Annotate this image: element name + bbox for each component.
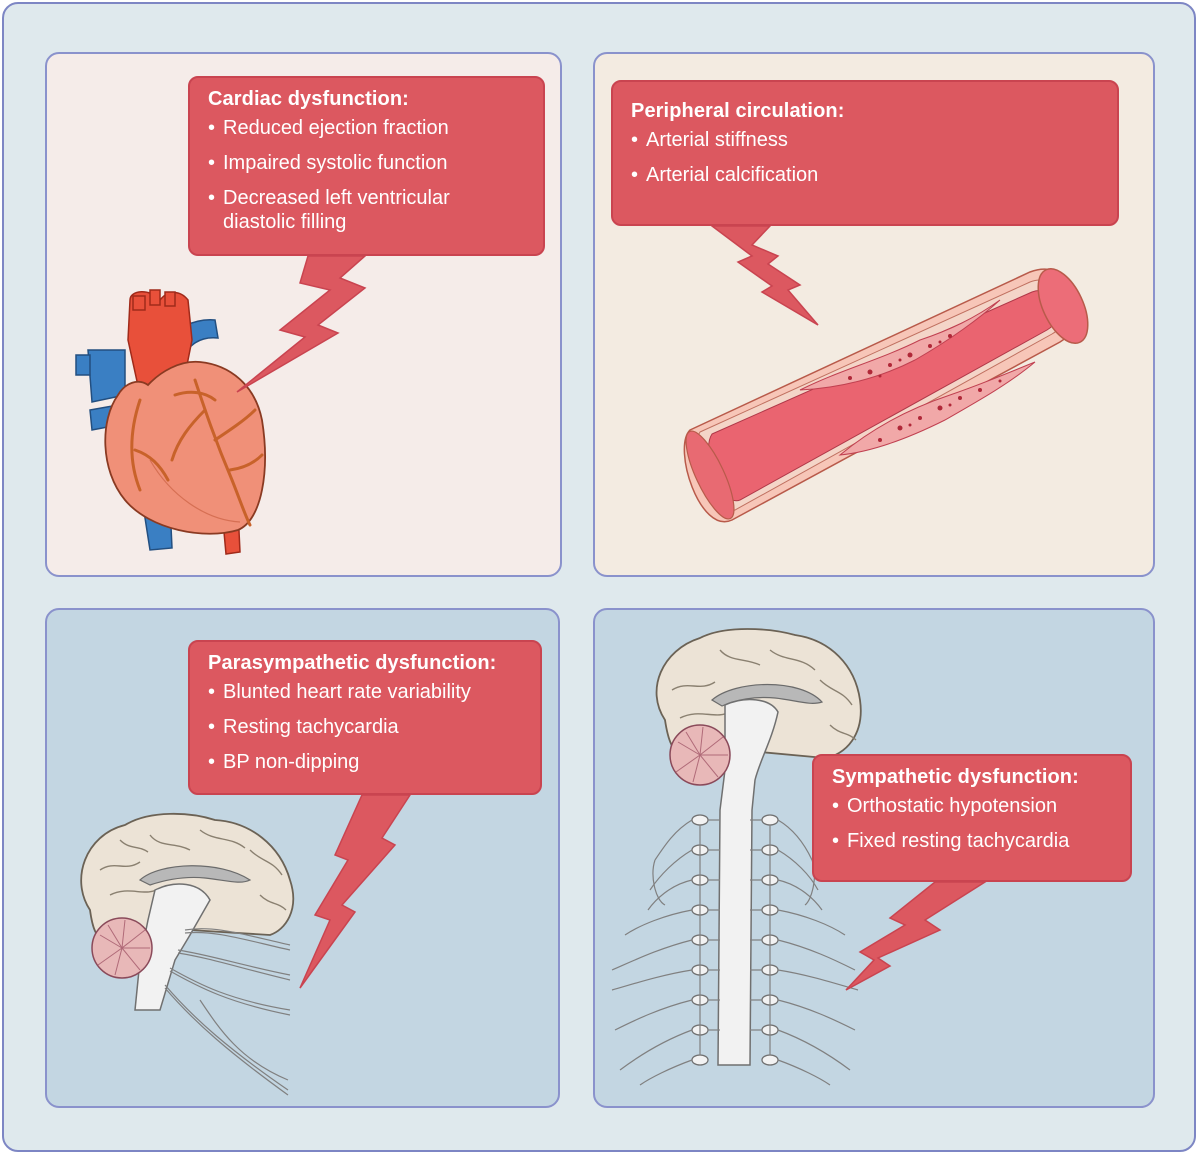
list-item: Reduced ejection fraction xyxy=(208,116,525,140)
callout-title: Parasympathetic dysfunction: xyxy=(208,652,497,674)
list-item: Blunted heart rate variability xyxy=(208,680,522,704)
callout-title: Peripheral circulation: xyxy=(631,100,845,122)
list-item: Arterial calcification xyxy=(631,163,1099,187)
callout-list: Arterial stiffness Arterial calcificatio… xyxy=(631,128,1099,187)
parasympathetic-dysfunction-callout: Parasympathetic dysfunction: Blunted hea… xyxy=(188,640,542,795)
list-item: Decreased left ventricular diastolic fil… xyxy=(208,186,503,234)
list-item: Orthostatic hypotension xyxy=(832,794,1112,818)
list-item: BP non-dipping xyxy=(208,750,522,774)
callout-title: Cardiac dysfunction: xyxy=(208,88,409,110)
list-item: Resting tachycardia xyxy=(208,715,522,739)
callout-title: Sympathetic dysfunction: xyxy=(832,766,1079,788)
list-item: Fixed resting tachycardia xyxy=(832,829,1112,853)
list-item: Arterial stiffness xyxy=(631,128,1099,152)
cardiac-dysfunction-callout: Cardiac dysfunction: Reduced ejection fr… xyxy=(188,76,545,256)
callout-list: Reduced ejection fraction Impaired systo… xyxy=(208,116,525,234)
sympathetic-dysfunction-callout: Sympathetic dysfunction: Orthostatic hyp… xyxy=(812,754,1132,882)
callout-list: Orthostatic hypotension Fixed resting ta… xyxy=(832,794,1112,853)
callout-list: Blunted heart rate variability Resting t… xyxy=(208,680,522,774)
list-item: Impaired systolic function xyxy=(208,151,525,175)
peripheral-circulation-callout: Peripheral circulation: Arterial stiffne… xyxy=(611,80,1119,226)
